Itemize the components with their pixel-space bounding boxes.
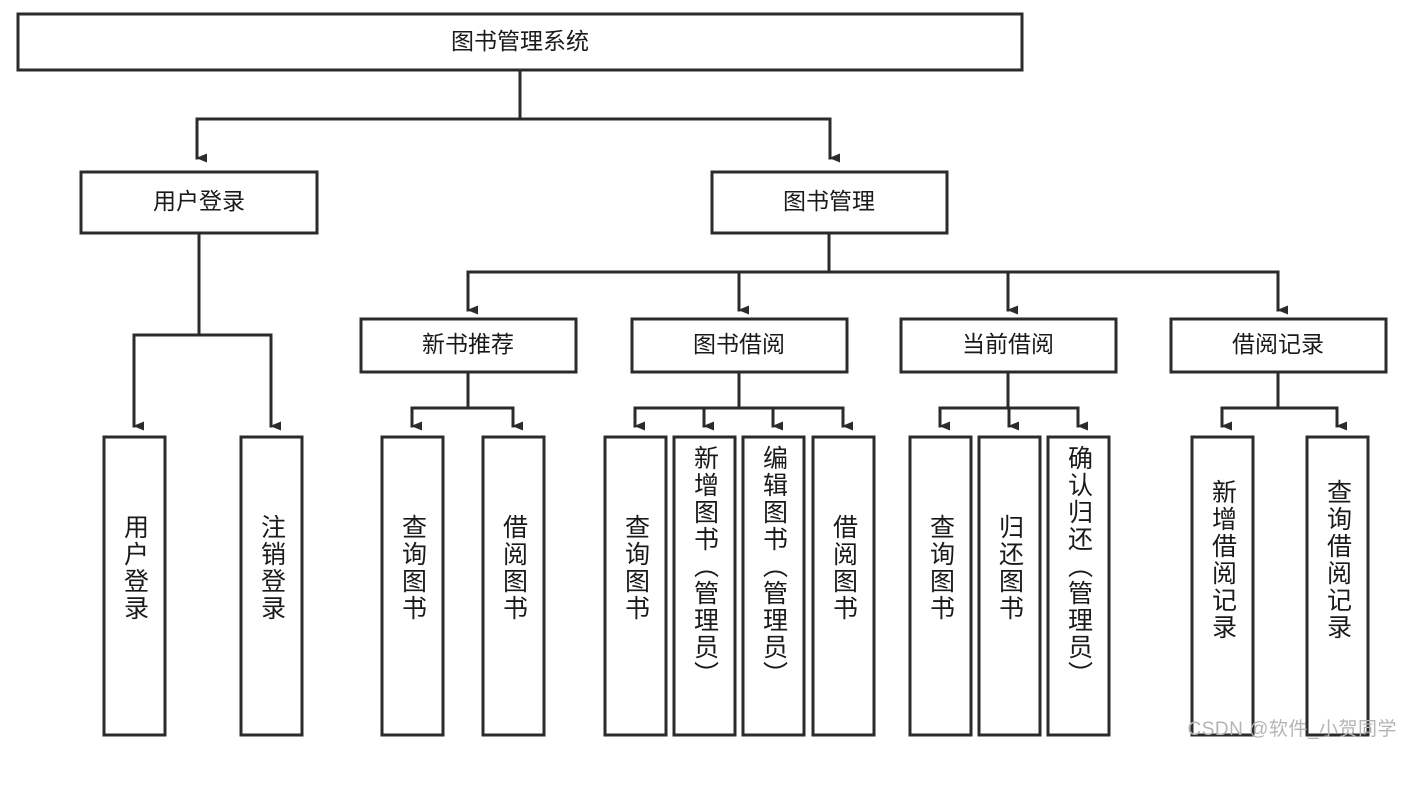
node-user-login-label: 用户登录	[153, 188, 245, 214]
leaf-box-borrow-record-2	[1305, 435, 1370, 737]
node-new-book-label: 新书推荐	[422, 331, 514, 357]
node-borrow-record-label: 借阅记录	[1232, 331, 1324, 357]
node-root-box	[16, 12, 1024, 72]
node-book-manage-box	[710, 170, 949, 235]
flowchart-diagram: 图书管理系统 用户登录 图书管理 新书推荐 图书借阅 当前借阅 借阅记录 用户登…	[16, 12, 1397, 740]
node-root-label: 图书管理系统	[451, 28, 589, 54]
leaf-box-user-login-2	[239, 435, 304, 737]
watermark-label: CSDN @软件_小贺同学	[1187, 719, 1397, 740]
leaf-box-current-borrow-1	[908, 435, 973, 737]
node-current-borrow-label: 当前借阅	[962, 331, 1054, 357]
leaf-box-borrow-record-1	[1190, 435, 1255, 737]
leaf-box-current-borrow-2	[977, 435, 1042, 737]
node-new-book-box	[359, 317, 578, 374]
leaf-box-book-borrow-3	[741, 435, 806, 737]
leaf-box-user-login-1	[102, 435, 167, 737]
leaf-box-book-borrow-4	[811, 435, 876, 737]
leaf-box-new-book-1	[380, 435, 445, 737]
leaf-box-current-borrow-3	[1046, 435, 1111, 737]
node-book-borrow-label: 图书借阅	[693, 331, 785, 357]
node-book-manage-label: 图书管理	[783, 188, 875, 214]
node-book-borrow-box	[630, 317, 849, 374]
node-current-borrow-box	[899, 317, 1118, 374]
node-borrow-record-box	[1169, 317, 1388, 374]
leaf-box-new-book-2	[481, 435, 546, 737]
leaf-box-book-borrow-2	[672, 435, 737, 737]
leaf-box-book-borrow-1	[603, 435, 668, 737]
diagram-canvas: 图书管理系统 用户登录 图书管理 新书推荐 图书借阅 当前借阅 借阅记录	[16, 12, 1388, 737]
